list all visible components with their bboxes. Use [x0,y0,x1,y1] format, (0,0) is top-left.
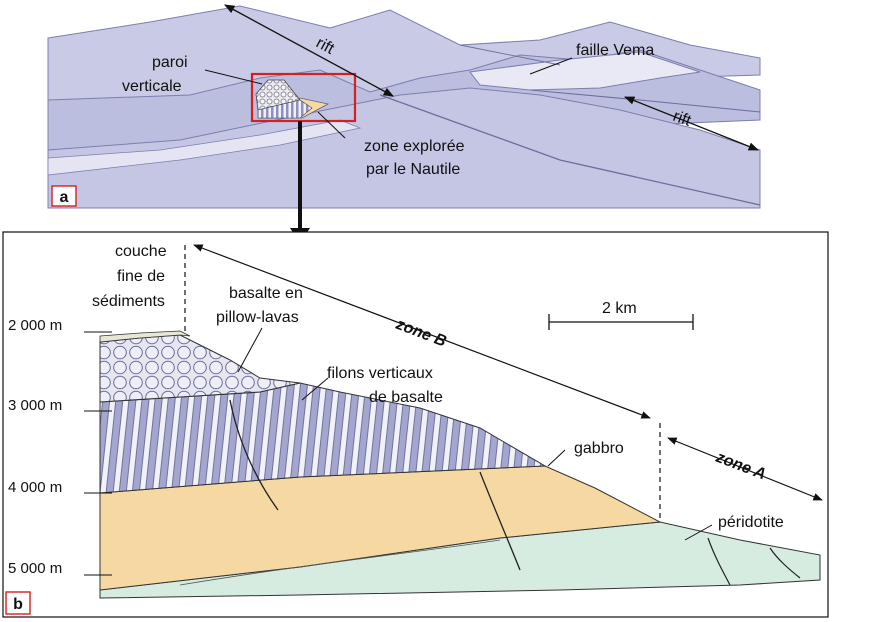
filons-pointer [301,377,329,401]
depth-label-2000: 2 000 m [8,317,62,334]
panel-a-block-diagram: a rift faille Vema rift paroi verticale … [47,4,761,209]
relief-front-slab [47,87,761,209]
gabbro-peridotite-contact [179,539,501,586]
label-couche-1: couche [115,243,167,260]
label-rift-right: rift [671,108,694,130]
label-filons-1: filons verticaux [327,365,433,382]
label-rift-top: rift [313,35,337,59]
rift-valley-band [47,119,362,176]
rift-right-arrow [624,96,759,151]
label-couche-3: sédiments [92,293,165,310]
label-basalte-1: basalte en [229,285,303,302]
panel-b-cross-section: 2 000 m 3 000 m 4 000 m 5 000 m couche f… [5,243,823,615]
panel-a-badge [51,185,77,207]
paroi-pointer [204,69,263,85]
panel-b-badge-text: b [13,596,23,613]
fault-line [769,547,801,579]
fault-line [707,537,731,586]
label-couche-2: fine de [117,268,165,285]
peridotite-pointer [684,524,713,541]
label-zone-2: par le Nautile [366,161,460,178]
label-basalte-2: pillow-lavas [216,309,299,326]
label-gabbro: gabbro [574,440,624,457]
faille-pointer [529,57,573,75]
relief-line [379,94,761,206]
label-filons-2: de basalte [369,389,443,406]
panel-b-badge [5,591,31,615]
depth-label-5000: 5 000 m [8,560,62,577]
panel-a-badge-text: a [60,189,69,206]
rift-top-arrow [224,4,394,97]
depth-label-4000: 4 000 m [8,479,62,496]
explored-zone-dykes [257,99,313,119]
gabbro-pointer [547,449,566,467]
layer-sediments [99,330,191,343]
relief-line [459,44,561,66]
depth-label-3000: 3 000 m [8,397,62,414]
faille-vema-band [469,51,701,91]
label-peridotite: péridotite [718,514,784,531]
basalte-pointer [237,327,263,373]
fault-line [479,471,521,571]
label-faille-vema: faille Vema [576,42,654,59]
zone-a-arrow [667,437,823,501]
label-paroi-2: verticale [122,78,182,95]
label-scale: 2 km [602,300,637,317]
label-zone-1: zone explorée [364,138,465,155]
zone-pointer [317,111,346,139]
zone-b-arrow [193,244,651,419]
label-paroi-1: paroi [152,54,188,71]
